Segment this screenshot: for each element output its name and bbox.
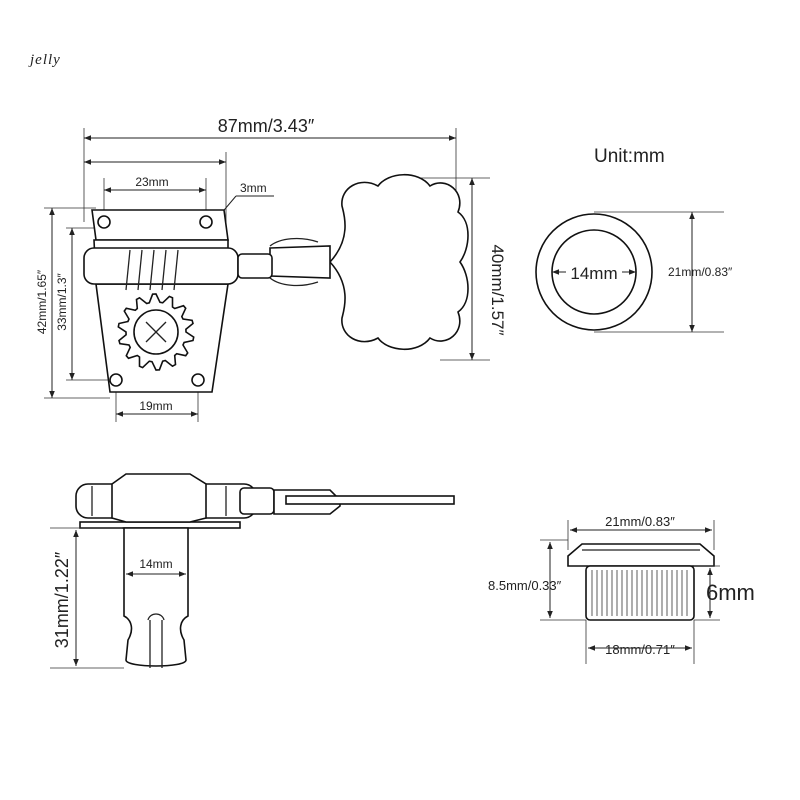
tuner-post	[123, 527, 189, 667]
ferrule-knurling	[591, 570, 688, 616]
plate-hole	[191, 373, 205, 387]
bushing-top-view: 14mm 21mm/0.83″	[535, 211, 733, 333]
dim-hole-diameter: 3mm	[240, 181, 267, 195]
tuner-gear	[117, 293, 195, 371]
plate-hole	[199, 215, 213, 229]
dim-bushing-inner: 14mm	[570, 264, 617, 283]
dim-bushing-outer: 21mm/0.83″	[668, 265, 733, 279]
tuner-top-view: 87mm/3.43″ 23mm 3mm 42mm/1.65″ 33mm/1.3″…	[35, 116, 507, 422]
ferrule-cap	[567, 543, 715, 567]
plate-hole	[97, 215, 111, 229]
dim-ferrule-bottom-width: 18mm/0.71″	[605, 642, 675, 657]
dim-overall-length: 87mm/3.43″	[218, 116, 315, 136]
dim-hole-spacing-bottom: 19mm	[139, 399, 172, 413]
watermark-text: jelly	[30, 52, 61, 68]
worm-gear-threads	[125, 249, 179, 291]
dim-ferrule-height: 8.5mm/0.33″	[488, 578, 562, 593]
ferrule-side-view: 21mm/0.83″ 8.5mm/0.33″ 6mm 18mm/0.71″	[488, 514, 755, 664]
dim-post-length: 31mm/1.22″	[52, 551, 72, 648]
side-base-plate	[79, 521, 241, 529]
dim-height-inner: 33mm/1.3″	[55, 272, 69, 330]
tuner-side-view: 31mm/1.22″ 14mm	[50, 473, 455, 669]
dim-ferrule-shank: 6mm	[706, 580, 755, 605]
dim-height-total: 42mm/1.65″	[35, 269, 49, 334]
tuner-key	[328, 174, 469, 350]
dim-key-height: 40mm/1.57″	[488, 244, 507, 335]
dim-ferrule-top-width: 21mm/0.83″	[605, 514, 675, 529]
plate-hole	[109, 373, 123, 387]
dim-post-width: 14mm	[139, 557, 172, 571]
dim-hole-spacing-top: 23mm	[135, 175, 168, 189]
worm-shaft-housing	[83, 247, 239, 285]
unit-label: Unit:mm	[594, 146, 665, 167]
